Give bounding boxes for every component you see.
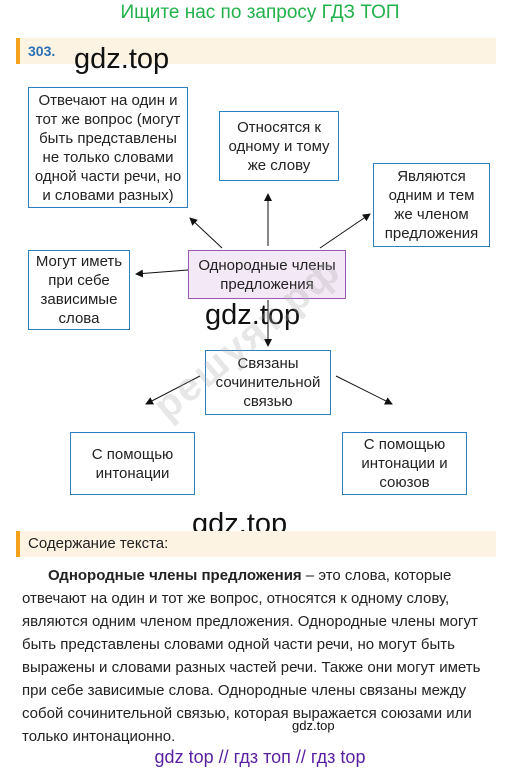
- box-same-member: Являются одним и тем же членом предложен…: [373, 163, 490, 247]
- box-center-homogeneous: Однородные члены предложения: [188, 250, 346, 299]
- box-coordinating: Связаны сочинительной связью: [205, 350, 331, 415]
- box-intonation: С помощью интонации: [70, 432, 195, 495]
- arrow-to-answer: [189, 217, 223, 249]
- box-dependent-words: Могут иметь при себе зависимые слова: [28, 250, 130, 330]
- content-heading-bar: Содержание текста:: [16, 531, 496, 557]
- watermark-gdz: gdz.top: [74, 43, 170, 75]
- box-refer-same-word: Относятся к одному и тому же слову: [219, 111, 339, 181]
- content-body: – это слова, которые отвечают на один и …: [22, 567, 481, 745]
- content-text: Однородные члены предложения – это слова…: [22, 564, 494, 748]
- box-intonation-conj: С помощью интонации и союзов: [342, 432, 467, 495]
- footer-links[interactable]: gdz top // гдз топ // гдз top: [154, 747, 366, 767]
- top-banner: Ищите нас по запросу ГДЗ ТОП: [120, 2, 400, 23]
- content-heading: Содержание текста:: [28, 535, 169, 552]
- watermark-gdz: gdz.top: [205, 299, 301, 331]
- task-number: 303.: [28, 43, 56, 59]
- box-answer-same-question: Отвечают на один и тот же вопрос (могут …: [28, 87, 188, 208]
- arrow-to-intonation-conj: [335, 375, 393, 405]
- watermark-gdz-small: gdz.top: [292, 718, 335, 733]
- arrow-to-member: [319, 213, 371, 249]
- content-term: Однородные члены предложения: [48, 567, 302, 584]
- arrow-to-dependent: [135, 269, 189, 278]
- task-number-bar: 303.: [16, 38, 496, 64]
